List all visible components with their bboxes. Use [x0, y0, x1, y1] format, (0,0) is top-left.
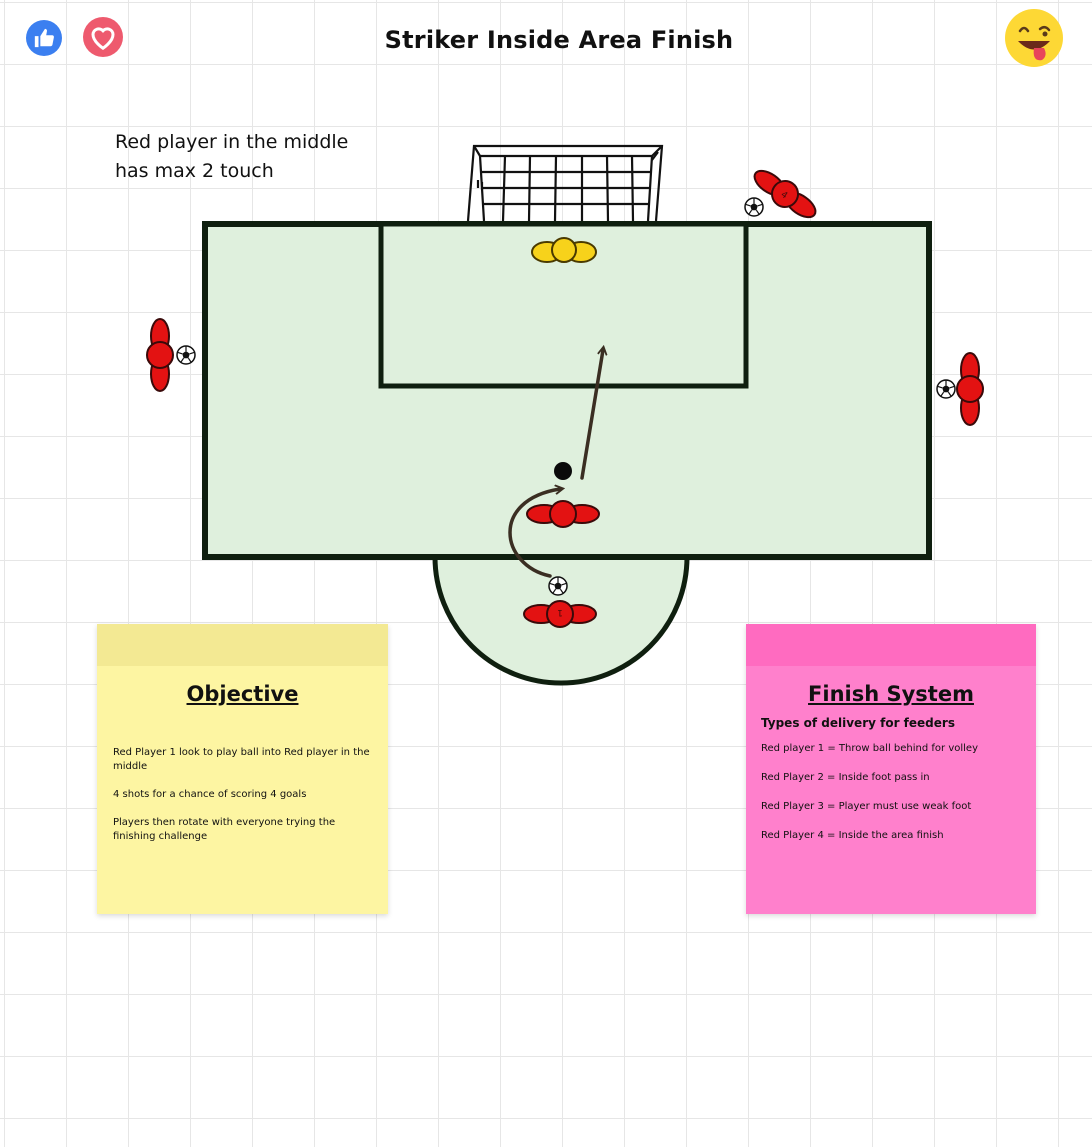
ball-bottom	[548, 576, 568, 596]
pass-arrow	[508, 489, 560, 578]
finish-note-band	[746, 624, 1036, 666]
finish-system-item: Red player 1 = Throw ball behind for vol…	[761, 743, 978, 754]
red-player-top-right: 4	[747, 161, 823, 227]
finish-system-note[interactable]: Finish System Types of delivery for feed…	[746, 624, 1036, 914]
ball-left	[176, 345, 196, 365]
objective-paragraph: 4 shots for a chance of scoring 4 goals	[113, 789, 307, 800]
objective-paragraph: Players then rotate with everyone trying…	[113, 817, 336, 842]
cone-marker	[554, 462, 572, 480]
finish-system-subtitle: Types of delivery for feeders	[761, 716, 955, 730]
ball-right	[936, 379, 956, 399]
finish-system-title: Finish System	[808, 682, 974, 706]
board-note-line1: Red player in the middle	[115, 131, 349, 153]
finish-system-item: Red Player 3 = Player must use weak foot	[761, 801, 972, 812]
board-note: Red player in the middle has max 2 touch	[115, 128, 415, 186]
page-title: Striker Inside Area Finish	[384, 26, 734, 54]
objective-paragraph: Red Player 1 look to play ball into Red …	[113, 747, 370, 772]
thumbs-up-icon[interactable]	[26, 20, 62, 56]
objective-note-band	[97, 624, 388, 666]
objective-body: Red Player 1 look to play ball into Red …	[97, 706, 388, 844]
finish-system-item: Red Player 4 = Inside the area finish	[761, 830, 944, 841]
objective-note[interactable]: Objective Red Player 1 look to play ball…	[97, 624, 388, 914]
thumbs-up-glyph	[34, 28, 54, 48]
goal	[466, 144, 664, 222]
finish-system-item: Red Player 2 = Inside foot pass in	[761, 772, 930, 783]
heart-glyph	[91, 27, 115, 51]
tongue-out-emoji-icon[interactable]	[1004, 8, 1064, 68]
finish-system-body: Types of delivery for feeders Red player…	[746, 706, 1036, 843]
red-player-right	[956, 352, 984, 426]
goalkeeper-yellow	[531, 237, 597, 263]
red-player-striker	[526, 500, 600, 528]
svg-text:4: 4	[779, 190, 790, 202]
ball-top-right	[744, 197, 764, 217]
board-note-line2: has max 2 touch	[115, 160, 274, 182]
red-player-bottom: 1	[523, 600, 597, 628]
pitch-diagram: 4 1	[146, 144, 984, 686]
heart-icon[interactable]	[83, 17, 123, 57]
red-player-left	[146, 318, 174, 392]
shot-arrow	[580, 350, 603, 480]
objective-title: Objective	[186, 682, 299, 706]
svg-text:1: 1	[557, 607, 563, 617]
